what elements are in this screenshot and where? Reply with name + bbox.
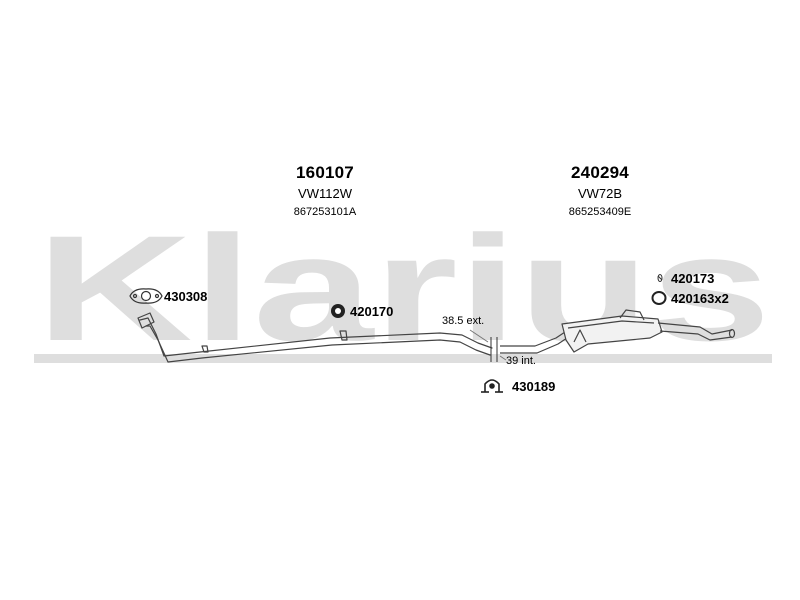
gasket-part-number: 430308 — [164, 289, 208, 304]
clamp-icon — [481, 379, 503, 393]
rear-muffler-oe-reference: 865253409E — [568, 206, 632, 218]
front-pipe-assembly — [137, 312, 493, 363]
mount-rubber-icon — [331, 304, 345, 318]
rear-muffler-part-number: 240294 — [571, 163, 629, 182]
ring-icon — [651, 291, 667, 305]
brand-watermark-logo: Klarius — [34, 204, 772, 372]
ext-dimension-label: 38.5 ext. — [442, 315, 485, 327]
hanger-part-number: 420173 — [671, 271, 715, 286]
front-muffler-part-number: 160107 — [296, 163, 354, 182]
rear-muffler-model-code: VW72B — [577, 186, 623, 201]
hanger-small-icon — [657, 274, 663, 282]
clamp-part-number: 430189 — [512, 379, 556, 394]
front-muffler-model-code: VW112W — [298, 186, 352, 201]
int-dimension-label: 39 int. — [506, 355, 536, 367]
mount-part-number: 420170 — [350, 304, 394, 319]
ring-part-number: 420163x2 — [671, 291, 729, 306]
rear-silencer — [500, 309, 736, 354]
front-muffler-oe-reference: 867253101A — [293, 206, 357, 218]
pipe-joint-marker — [469, 329, 507, 362]
gasket-icon — [129, 288, 163, 304]
svg-text:Klarius: Klarius — [36, 204, 771, 372]
